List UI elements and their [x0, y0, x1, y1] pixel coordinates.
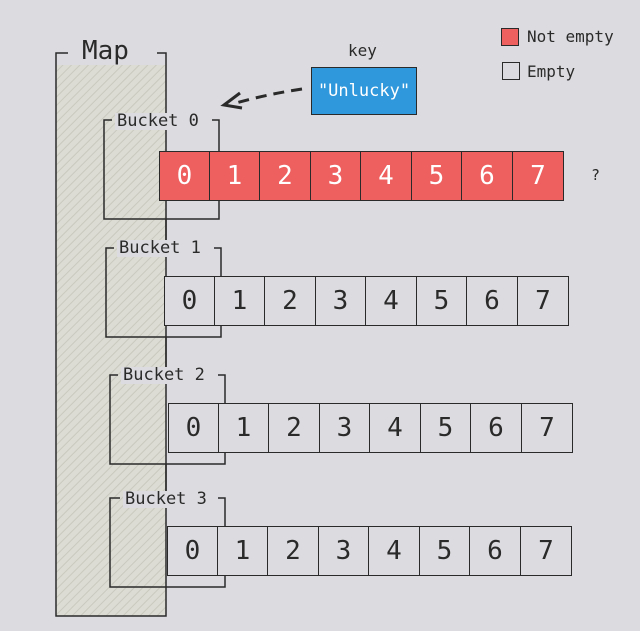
key-arrow-head — [220, 91, 243, 110]
map-column — [56, 65, 166, 616]
bucket-3-slot-7: 7 — [520, 526, 572, 576]
bucket-1-slot-5: 5 — [416, 276, 467, 326]
bucket-3-label: Bucket 3 — [123, 489, 209, 509]
legend-not-empty-swatch — [501, 28, 519, 46]
bucket-1-label: Bucket 1 — [117, 238, 203, 258]
bucket-3-slot-2: 2 — [267, 526, 319, 576]
bucket-1-slot-1: 1 — [214, 276, 265, 326]
bucket-3-slot-4: 4 — [368, 526, 420, 576]
bucket-0-frame — [103, 119, 220, 220]
map-border — [55, 52, 167, 617]
bucket-3-frame — [109, 497, 226, 588]
bucket-1-slot-2: 2 — [264, 276, 316, 326]
bucket-1-slot-4: 4 — [365, 276, 417, 326]
map-title: Map — [70, 38, 141, 64]
bucket-0-slot-7: 7 — [512, 151, 564, 201]
bucket-0-slot-5: 5 — [411, 151, 462, 201]
overflow-question-mark: ? — [591, 166, 601, 184]
bucket-3-slot-5: 5 — [419, 526, 470, 576]
bucket-2-frame — [109, 374, 226, 465]
key-label: key — [348, 41, 377, 60]
bucket-2-slot-4: 4 — [369, 403, 421, 453]
key-arrow — [235, 87, 303, 105]
bucket-0-slot-6: 6 — [461, 151, 513, 201]
bucket-2-slot-3: 3 — [319, 403, 370, 453]
bucket-1-slot-7: 7 — [517, 276, 569, 326]
bucket-0-slot-3: 3 — [310, 151, 361, 201]
bucket-3-slot-1: 1 — [217, 526, 268, 576]
bucket-0-slot-4: 4 — [360, 151, 412, 201]
bucket-3-slot-0: 0 — [167, 526, 218, 576]
bucket-0-slot-0: 0 — [159, 151, 210, 201]
bucket-0-slot-2: 2 — [259, 151, 311, 201]
key-box: "Unlucky" — [311, 67, 417, 115]
bucket-3-slot-6: 6 — [469, 526, 521, 576]
bucket-0-label: Bucket 0 — [115, 111, 201, 131]
bucket-1-slot-6: 6 — [466, 276, 518, 326]
bucket-1-slot-3: 3 — [315, 276, 366, 326]
bucket-2-slot-2: 2 — [268, 403, 320, 453]
bucket-0-slot-1: 1 — [209, 151, 260, 201]
bucket-2-slot-0: 0 — [168, 403, 219, 453]
bucket-2-slot-7: 7 — [521, 403, 573, 453]
bucket-1-slot-0: 0 — [164, 276, 215, 326]
legend-empty-label: Empty — [527, 62, 576, 81]
bucket-3-slot-3: 3 — [318, 526, 369, 576]
bucket-2-label: Bucket 2 — [121, 365, 207, 385]
bucket-2-slot-5: 5 — [420, 403, 471, 453]
legend-not-empty-label: Not empty — [527, 27, 614, 46]
bucket-2-slot-6: 6 — [470, 403, 522, 453]
bucket-1-frame — [105, 247, 222, 338]
bucket-2-slot-1: 1 — [218, 403, 269, 453]
legend-empty-swatch — [502, 62, 520, 80]
